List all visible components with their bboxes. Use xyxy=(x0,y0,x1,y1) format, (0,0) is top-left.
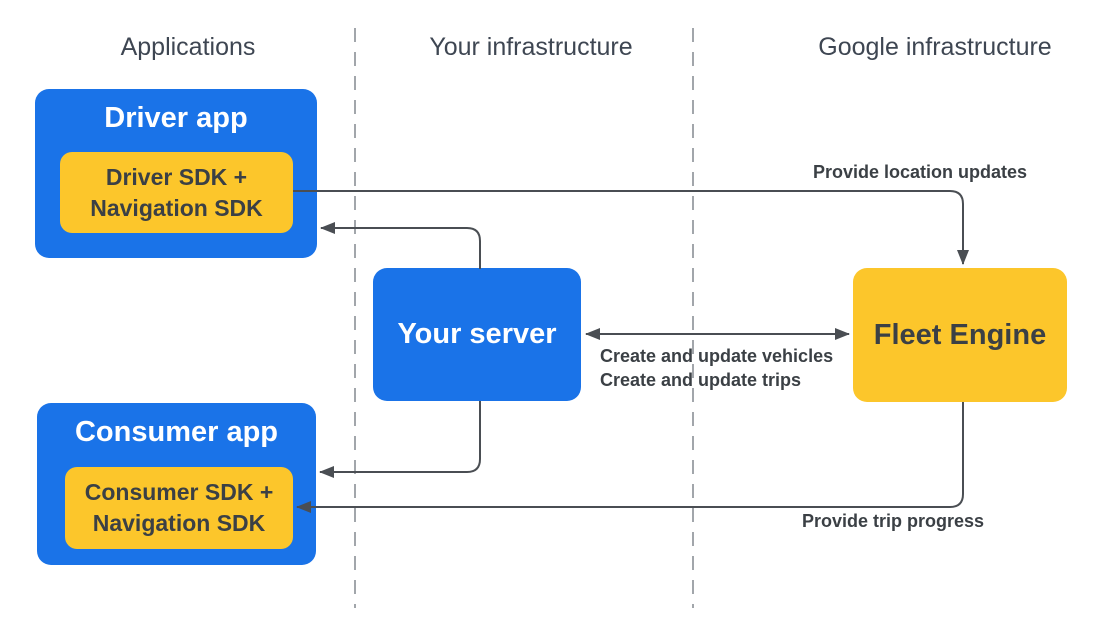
arrow-your-server-to-consumer-app xyxy=(319,401,481,478)
column-header-google-infrastructure: Google infrastructure xyxy=(818,33,1052,61)
node-consumer-sdk: Consumer SDK + Navigation SDK xyxy=(65,467,293,549)
arrow-fleet-engine-to-consumer-sdk xyxy=(296,402,964,513)
fleet-engine-title: Fleet Engine xyxy=(873,318,1047,351)
consumer-app-title: Consumer app xyxy=(74,416,279,448)
node-your-server: Your server xyxy=(373,268,581,401)
edge-label-create-and-update-vehicles: Create and update vehicles xyxy=(600,346,834,366)
your-server-title: Your server xyxy=(397,318,557,350)
consumer-sdk-line1: Consumer SDK + xyxy=(84,479,274,505)
column-header-your-infrastructure: Your infrastructure xyxy=(429,33,633,61)
edge-label-create-and-update-trips: Create and update trips xyxy=(600,370,802,390)
driver-sdk-line1: Driver SDK + xyxy=(105,163,248,190)
driver-sdk-line2: Navigation SDK xyxy=(90,194,263,221)
arrow-driver-sdk-to-fleet-engine xyxy=(293,190,969,265)
consumer-sdk-line2: Navigation SDK xyxy=(92,510,266,536)
edge-label-provide-trip-progress: Provide trip progress xyxy=(801,511,985,531)
node-driver-app: Driver app Driver SDK + Navigation SDK xyxy=(35,89,317,258)
node-consumer-app: Consumer app Consumer SDK + Navigation S… xyxy=(37,403,316,565)
node-driver-sdk: Driver SDK + Navigation SDK xyxy=(60,152,293,233)
arrow-your-server-to-driver-app xyxy=(320,222,481,269)
driver-app-title: Driver app xyxy=(104,102,248,134)
node-fleet-engine: Fleet Engine xyxy=(853,268,1067,402)
column-header-applications: Applications xyxy=(120,33,256,61)
edge-label-provide-location-updates: Provide location updates xyxy=(812,162,1028,182)
